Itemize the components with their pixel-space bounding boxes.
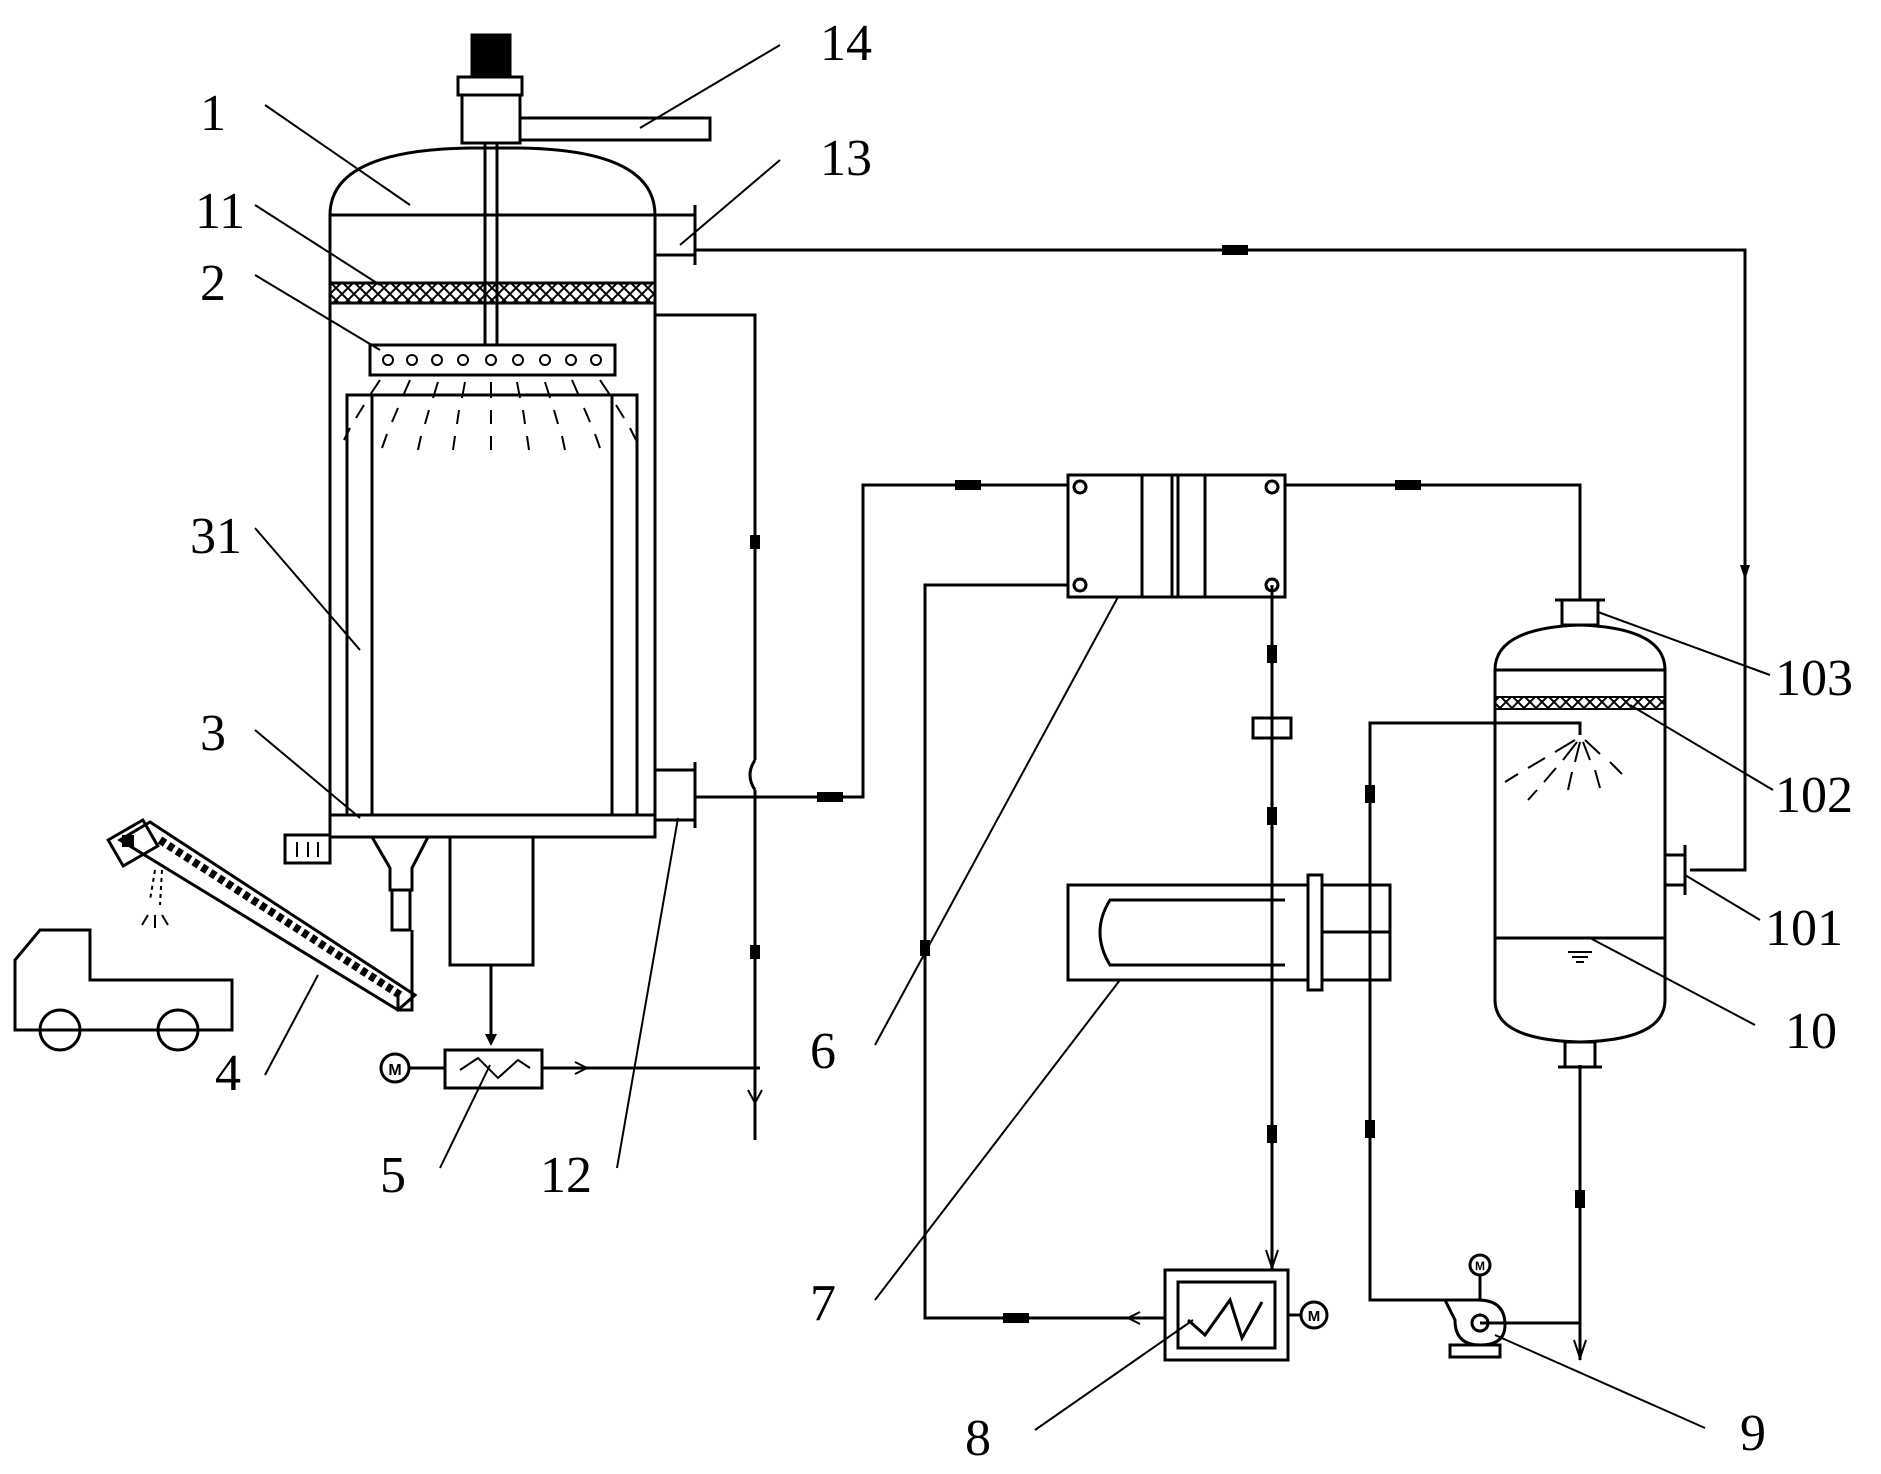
part-labels: 1 14 13 11 2 31 3 4 5 12 6 7 8 9 10 101 … [190, 15, 1853, 1467]
label-103: 103 [1775, 650, 1853, 707]
separator-mesh-102 [1494, 696, 1666, 710]
basket-wall-left-31 [345, 393, 374, 817]
separator-10 [1493, 598, 1687, 1069]
label-9: 9 [1740, 1405, 1766, 1462]
label-11: 11 [195, 183, 245, 240]
heater-motor-symbol: M [1308, 1308, 1321, 1325]
cooler-5: M [379, 1048, 760, 1090]
heater-7 [1066, 873, 1392, 992]
nozzle-13 [653, 213, 697, 257]
basket-wall-right [610, 393, 639, 817]
nozzle-12 [653, 768, 697, 822]
cooler-motor-symbol: M [388, 1062, 401, 1079]
motor-housing [460, 93, 522, 145]
inlet-nozzle-101 [1663, 853, 1687, 887]
label-4: 4 [215, 1045, 241, 1102]
leader-lines [254, 44, 1774, 1431]
label-10: 10 [1785, 1003, 1837, 1060]
bottom-drive-box [448, 835, 535, 967]
heater-motor-icon [1299, 1300, 1329, 1330]
discharge-hopper [369, 835, 431, 892]
label-2: 2 [200, 255, 226, 312]
label-12: 12 [540, 1147, 592, 1204]
label-7: 7 [810, 1275, 836, 1332]
label-13: 13 [820, 130, 872, 187]
exhaust-pipe-14 [518, 116, 712, 142]
label-1: 1 [200, 85, 226, 142]
motor-base [456, 75, 524, 97]
label-102: 102 [1775, 767, 1853, 824]
pump-motor-symbol: M [1475, 1259, 1485, 1273]
heater-8: M [1163, 1268, 1329, 1362]
screw-conveyor-4 [106, 817, 418, 1012]
spray-pattern [343, 379, 637, 451]
label-5: 5 [380, 1147, 406, 1204]
plate-heat-exchanger-6 [1066, 473, 1287, 599]
pump-9: M [1442, 1253, 1507, 1359]
label-3: 3 [200, 705, 226, 762]
top-motor-icon [470, 33, 512, 79]
label-31: 31 [190, 508, 242, 565]
tower-dome [328, 146, 657, 216]
label-101: 101 [1765, 900, 1843, 957]
main-tower [283, 33, 712, 1046]
bottom-plate-3 [328, 813, 657, 839]
label-6: 6 [810, 1023, 836, 1080]
truck-icon [13, 928, 234, 1052]
demister-mesh-11 [328, 281, 657, 305]
pipelines [655, 245, 1750, 1362]
side-motor-icon [283, 833, 332, 865]
top-nozzle-103 [1560, 598, 1600, 627]
label-8: 8 [965, 1410, 991, 1467]
label-14: 14 [820, 15, 872, 72]
spray-header-2 [368, 343, 617, 377]
